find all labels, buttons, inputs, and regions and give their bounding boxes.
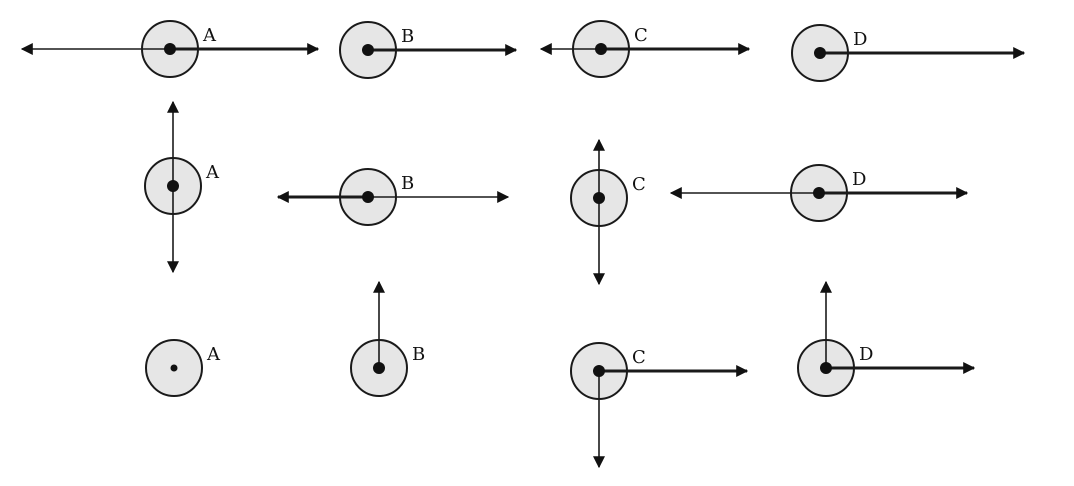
particle-b-row-3: B: [350, 280, 425, 397]
center-dot: [362, 44, 374, 56]
particle-d-row-1: D: [791, 24, 1026, 82]
particle-a-row-1: A: [20, 20, 320, 78]
particle-b-row-1: B: [339, 21, 518, 79]
center-dot: [167, 180, 179, 192]
particle-label: D: [853, 29, 867, 50]
center-dot: [820, 362, 832, 374]
center-dot: [813, 187, 825, 199]
particle-a-row-2: A: [144, 100, 220, 274]
particle-a-row-3: A: [145, 339, 221, 397]
particle-label: C: [632, 174, 646, 195]
center-dot: [593, 192, 605, 204]
particle-label: B: [412, 344, 425, 365]
particle-d-row-3: D: [797, 280, 976, 397]
center-dot: [593, 365, 605, 377]
particle-d-row-2: D: [669, 164, 969, 222]
particle-label: C: [634, 25, 648, 46]
particle-label: C: [632, 347, 646, 368]
particle-label: A: [202, 25, 217, 46]
center-dot: [814, 47, 826, 59]
center-dot: [373, 362, 385, 374]
particle-label: D: [852, 169, 866, 190]
center-dot: [170, 364, 178, 372]
particle-label: B: [401, 26, 414, 47]
particle-label: B: [401, 173, 414, 194]
particle-c-row-2: C: [570, 138, 646, 286]
center-dot: [164, 43, 176, 55]
center-dot: [595, 43, 607, 55]
center-dot: [362, 191, 374, 203]
particle-label: D: [859, 344, 873, 365]
particle-label: A: [206, 344, 221, 365]
particle-b-row-2: B: [276, 168, 510, 226]
particle-c-row-3: C: [570, 342, 749, 469]
particle-label: A: [205, 162, 220, 183]
particle-c-row-1: C: [539, 20, 751, 78]
